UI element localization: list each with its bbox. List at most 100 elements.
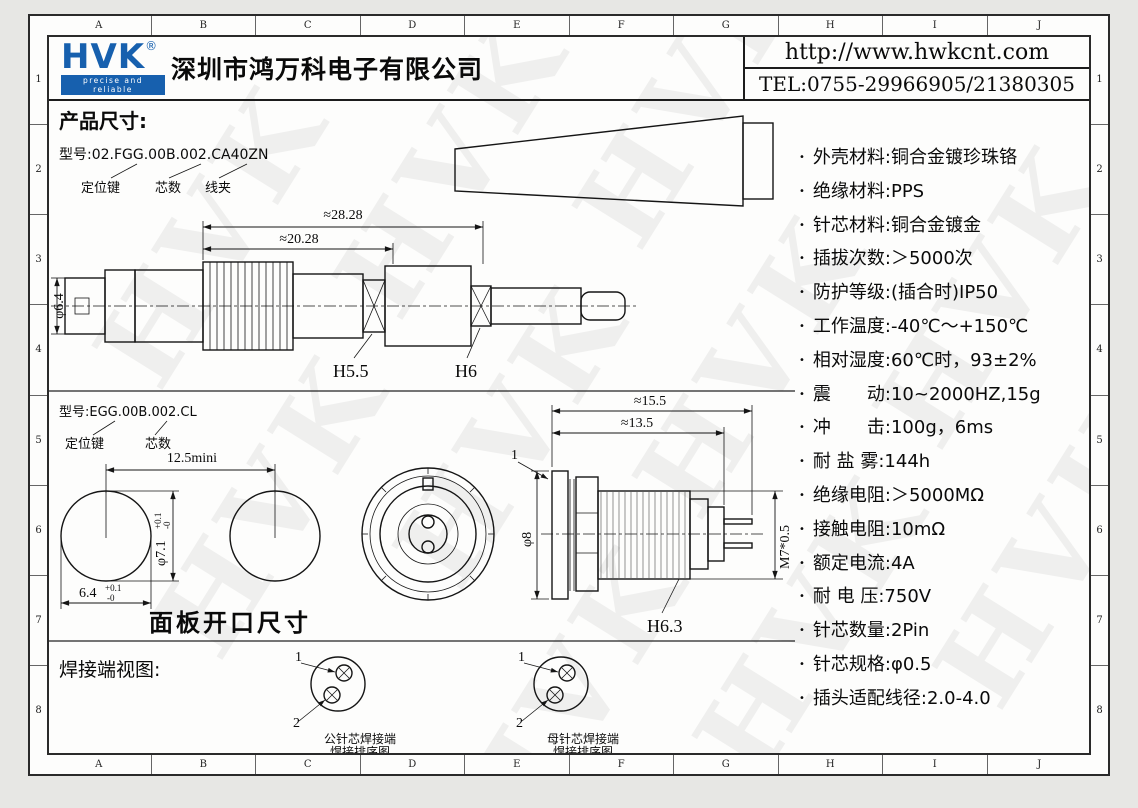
title-block: HVK® precise and reliable 深圳市鸿万科电子有限公司 h… xyxy=(49,37,1089,101)
section1-model: 型号:02.FGG.00B.002.CA40ZN xyxy=(59,147,268,163)
solder-view-male: 1 2 公针芯焊接端 焊接排序图 xyxy=(293,650,396,755)
plug-side-view xyxy=(51,261,639,351)
plug-front-view xyxy=(361,467,495,601)
spec-item: 针芯材料:铜合金镀金 xyxy=(799,209,1089,243)
dim-flat-width: 6.4 xyxy=(79,586,97,601)
grid-ref-cell: 5 xyxy=(30,396,47,486)
tol-hole-upper: +0.1 xyxy=(153,513,163,529)
solder-view-section: 焊接端视图: 1 2 公针芯焊接端 焊接排序图 xyxy=(59,650,619,755)
spec-item: 震 动:10~2000HZ,15g xyxy=(799,378,1089,412)
grid-ref-cell: J xyxy=(1037,20,1042,31)
grid-ref-cell: 7 xyxy=(1091,576,1108,666)
dim-flange-diameter: φ8 xyxy=(520,532,535,547)
tol-hole-lower: -0 xyxy=(162,521,172,529)
grid-ref-cell: E xyxy=(465,755,570,774)
spec-item: 工作温度:-40℃～+150℃ xyxy=(799,310,1089,344)
hvk-logo: HVK® precise and reliable xyxy=(61,40,165,95)
dim-receptacle-length-total: ≈15.5 xyxy=(634,394,666,409)
dim-thread-spec: M7*0.5 xyxy=(778,525,793,569)
grid-ref-cell: 7 xyxy=(30,576,47,666)
callout2-positioning-key: 定位键 xyxy=(65,437,104,452)
cable-boot-drawing xyxy=(454,115,774,207)
label-pin2-female: 2 xyxy=(516,716,523,731)
panel-cutout-title: 面板开口尺寸 xyxy=(149,609,311,637)
grid-ref-cell: 6 xyxy=(30,486,47,576)
spec-item: 额定电流:4A xyxy=(799,547,1089,581)
grid-ref-cell: G xyxy=(674,755,779,774)
label-pin1-male: 1 xyxy=(295,650,302,665)
grid-ref-cell: J xyxy=(1037,759,1042,770)
callout-positioning-key: 定位键 xyxy=(81,181,120,196)
label-h6-3: H6.3 xyxy=(647,616,683,636)
grid-ref-cell: E xyxy=(465,16,570,35)
grid-ref-cell: I xyxy=(883,16,988,35)
grid-ref-cell: 1 xyxy=(30,35,47,126)
caption-female-line2: 焊接排序图 xyxy=(553,744,613,755)
grid-ref-cell: 2 xyxy=(1091,125,1108,216)
website-text: http://www.hwkcnt.com xyxy=(745,37,1089,69)
grid-ref-cell: B xyxy=(152,755,256,774)
telephone-text: TEL:0755-29966905/21380305 xyxy=(759,72,1075,96)
grid-ref-cell: 4 xyxy=(1091,305,1108,396)
section2-dimensions: 1 ≈15.5 ≈13.5 φ8 M7*0.5 H6.3 xyxy=(511,394,793,636)
spec-item: 耐 盐 雾:144h xyxy=(799,445,1089,479)
spec-list: 外壳材料:铜合金镀珍珠铬绝缘材料:PPS针芯材料:铜合金镀金插拔次数:＞5000… xyxy=(799,141,1089,716)
dim-nose-diameter: φ6.4 xyxy=(52,293,67,319)
label-h5-5: H5.5 xyxy=(333,361,369,381)
tol-flat-upper: +0.1 xyxy=(105,583,121,593)
label-pin2-male: 2 xyxy=(293,716,300,731)
grid-ref-cell: I xyxy=(883,755,988,774)
dim-hole-diameter: φ7.1 xyxy=(154,540,169,566)
panel-cutout-drawing: 12.5mini φ7.1 +0.1 -0 6.4 +0.1 - xyxy=(60,451,321,637)
grid-ref-cell: 2 xyxy=(30,125,47,216)
grid-ref-cell: A xyxy=(47,16,152,35)
grid-ref-cell: 3 xyxy=(1091,215,1108,306)
section2-labels: 型号:EGG.00B.002.CL 定位键 芯数 xyxy=(59,405,197,452)
section3-title: 焊接端视图: xyxy=(59,659,160,681)
label-pin1-female: 1 xyxy=(518,650,525,665)
callout2-core-count: 芯数 xyxy=(145,437,171,452)
grid-ref-cell: F xyxy=(570,755,674,774)
grid-ref-cell: H xyxy=(779,755,883,774)
grid-ref-cell: 8 xyxy=(35,704,42,716)
grip-ribs xyxy=(209,262,288,350)
grid-ref-cell: F xyxy=(570,16,674,35)
label-h6: H6 xyxy=(455,361,477,381)
grid-ref-cell: 4 xyxy=(30,305,47,396)
tol-flat-lower: -0 xyxy=(107,593,115,603)
section1-labels: 产品尺寸: 型号:02.FGG.00B.002.CA40ZN 定位键 芯数 线夹 xyxy=(59,109,268,196)
company-name: 深圳市鸿万科电子有限公司 xyxy=(171,55,484,84)
technical-drawing: 产品尺寸: 型号:02.FGG.00B.002.CA40ZN 定位键 芯数 线夹 xyxy=(49,109,795,755)
solder-view-female: 1 2 母针芯焊接端 焊接排序图 xyxy=(516,650,619,755)
logo-text: HVK xyxy=(61,37,146,78)
grid-ref-cell: C xyxy=(256,755,361,774)
caption-male-line2: 焊接排序图 xyxy=(330,744,390,755)
spec-item: 相对湿度:60℃时，93±2% xyxy=(799,344,1089,378)
section1-title: 产品尺寸: xyxy=(59,109,147,133)
contact-block: http://www.hwkcnt.com TEL:0755-29966905/… xyxy=(743,37,1089,99)
receptacle-side-view xyxy=(541,470,765,600)
grid-ref-cell: B xyxy=(152,16,256,35)
spec-item: 冲 击:100g，6ms xyxy=(799,411,1089,445)
spec-item: 插拔次数:＞5000次 xyxy=(799,242,1089,276)
caption-male-line1: 公针芯焊接端 xyxy=(324,731,396,746)
grid-ref-cell: H xyxy=(779,16,883,35)
grid-ref-cell: 5 xyxy=(1091,396,1108,486)
grid-ref-cell: 3 xyxy=(30,215,47,306)
grid-ref-cell: A xyxy=(47,755,152,774)
logo-tagline: precise and reliable xyxy=(61,74,165,95)
dim-receptacle-length-body: ≈13.5 xyxy=(621,416,653,431)
grid-ref-cell: 8 xyxy=(1096,704,1103,716)
spec-item: 针芯数量:2Pin xyxy=(799,614,1089,648)
caption-female-line1: 母针芯焊接端 xyxy=(547,731,619,746)
dim-total-length: ≈28.28 xyxy=(323,208,362,223)
dim-body-length: ≈20.28 xyxy=(279,232,318,247)
grid-ref-cell: G xyxy=(674,16,779,35)
dim-hole-pitch: 12.5mini xyxy=(167,451,217,466)
callout-core-count: 芯数 xyxy=(155,181,181,196)
spec-item: 耐 电 压:750V xyxy=(799,580,1089,614)
grid-ref-cell: 6 xyxy=(1091,486,1108,576)
